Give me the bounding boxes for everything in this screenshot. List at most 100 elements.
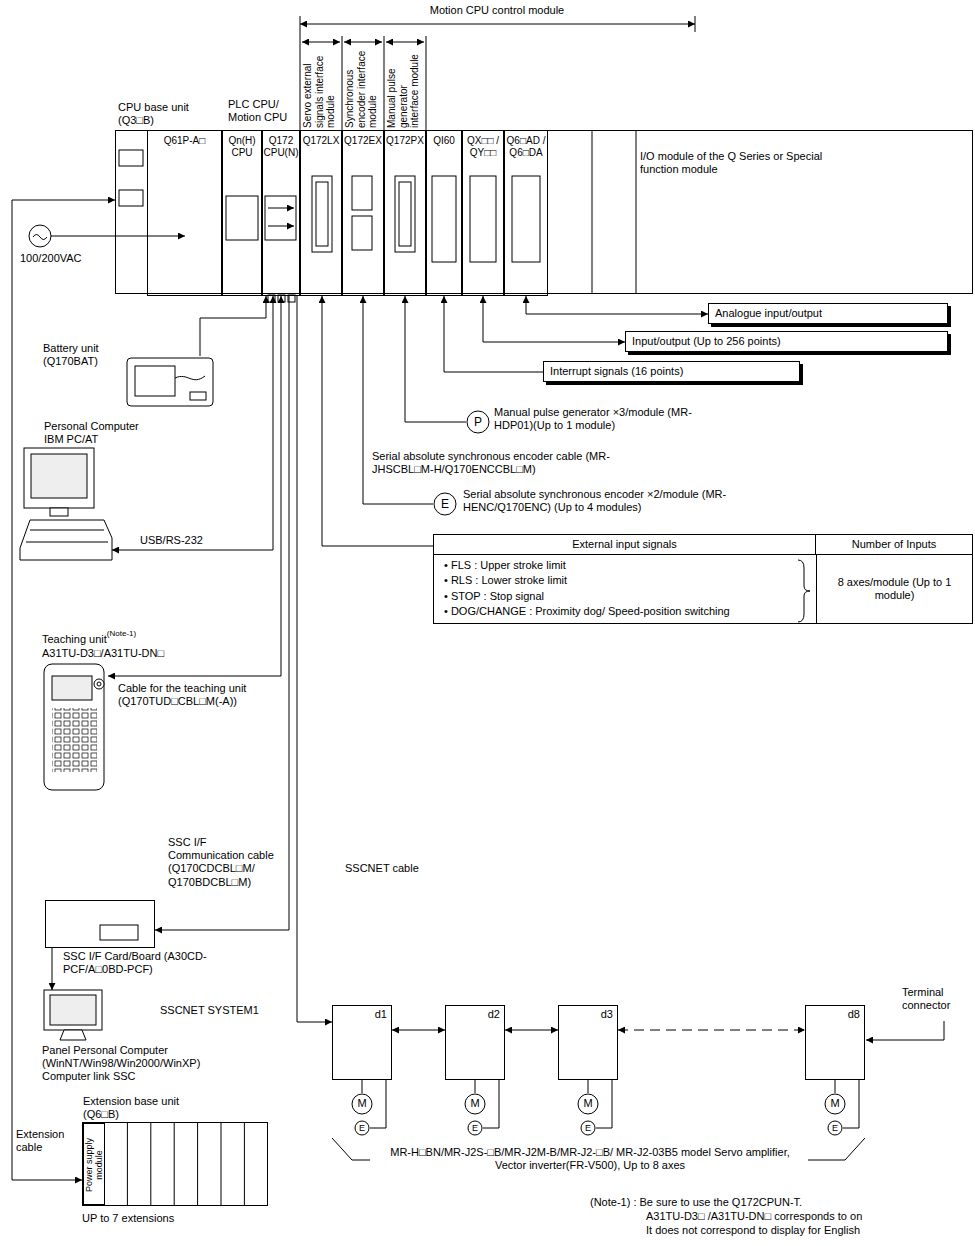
signal-box-text: Analogue input/output xyxy=(709,304,947,323)
cable-label: Serial absolute synchronous encoder cabl… xyxy=(372,450,632,476)
module-slot: Q172 CPU(N) xyxy=(262,130,300,296)
module-group-label: Manual pulse generator interface module xyxy=(386,50,424,128)
power-supply-slot-text: Power supply module xyxy=(84,1125,104,1205)
servo-amplifier: d1 xyxy=(332,1005,392,1080)
circle-outline xyxy=(352,1094,372,1114)
panel-computer: Panel Personal Computer (WinNT/Win98/Win… xyxy=(42,990,104,1040)
connector xyxy=(475,1080,476,1093)
encoder-symbol: E xyxy=(580,1120,596,1136)
signal-box-text: Input/output (Up to 256 points) xyxy=(626,332,947,351)
encoder-symbol: E xyxy=(433,492,457,516)
circle-outline xyxy=(581,1121,595,1135)
base-unit-details xyxy=(51,236,185,237)
teaching-unit-text: Teaching unit xyxy=(42,633,107,645)
part-label: Serial absolute synchronous encoder ×2/m… xyxy=(463,488,728,514)
table-brace xyxy=(798,560,810,622)
connector xyxy=(297,296,332,1022)
servo-details xyxy=(332,1138,370,1160)
note-text: A31TU-D3□ /A31TU-DN□ corresponds to on xyxy=(646,1210,862,1223)
connector xyxy=(108,296,281,676)
interface-card-picture xyxy=(100,925,138,940)
encoder-symbol: E xyxy=(827,1120,843,1136)
signal-table-text: • STOP : Stop signal xyxy=(434,589,816,604)
base-unit-details xyxy=(592,130,593,294)
battery-unit: Battery unit (Q170BAT) xyxy=(125,356,215,408)
servo-amplifier: d3 xyxy=(558,1005,618,1080)
panel-computer-picture xyxy=(50,995,96,1025)
connector xyxy=(483,296,625,342)
module-bracket xyxy=(695,16,696,32)
cable-label: USB/RS-232 xyxy=(140,534,203,547)
base-unit-details xyxy=(29,225,51,247)
module-slot-text: Qn(H) CPU xyxy=(223,131,261,158)
connector xyxy=(618,1030,805,1031)
base-unit-details xyxy=(636,130,637,294)
panel-computer-picture xyxy=(44,990,102,1030)
connector xyxy=(588,1080,589,1093)
connector xyxy=(155,296,289,930)
teaching-unit: Teaching unit(Note-1)A31TU-D3□/A31TU-DN□ xyxy=(42,662,108,792)
battery-unit-picture xyxy=(127,358,213,406)
module-slot-text: Q6□AD / Q6□DA xyxy=(505,131,547,158)
connector xyxy=(52,948,53,990)
base-unit-details xyxy=(512,176,540,262)
module-bracket xyxy=(342,36,343,130)
module-bracket xyxy=(300,16,695,130)
encoder-symbol-text: E xyxy=(441,497,449,511)
base-unit-details xyxy=(352,216,372,250)
interface-card-picture xyxy=(100,925,138,940)
signal-table-text: 8 axes/module (Up to 1 module) xyxy=(816,555,972,623)
servo-details xyxy=(866,1021,944,1040)
caption-holder: Teaching unit(Note-1)A31TU-D3□/A31TU-DN□ xyxy=(42,629,242,660)
note-text: UP to 7 extensions xyxy=(82,1212,174,1225)
battery-unit-text: Battery unit (Q170BAT) xyxy=(43,342,123,368)
servo-amplifier-text: d3 xyxy=(559,1006,617,1023)
motor-symbol: M xyxy=(351,1093,373,1115)
base-unit-details xyxy=(119,190,143,206)
encoder-symbol-text: E xyxy=(585,1124,591,1133)
encoder-symbol-text: E xyxy=(472,1124,478,1133)
battery-unit-picture xyxy=(135,366,175,396)
signal-table: External input signalsNumber of Inputs• … xyxy=(433,534,973,624)
module-slot-text: Q172PX xyxy=(385,131,425,147)
circle-outline xyxy=(465,1094,485,1114)
module-slot-text: QI60 xyxy=(427,131,461,147)
module-slot-text: Q172EX xyxy=(343,131,383,147)
personal-computer-text: Personal Computer IBM PC/AT xyxy=(44,420,144,446)
module-group-label: Servo external signals interface module xyxy=(302,50,340,128)
personal-computer: Personal Computer IBM PC/AT xyxy=(20,448,112,560)
servo-amplifier-text: d2 xyxy=(446,1006,504,1023)
extension-slots xyxy=(221,1122,222,1206)
part-label: I/O module of the Q Series or Special fu… xyxy=(640,150,850,176)
personal-computer-picture xyxy=(50,508,68,516)
servo-amplifier: d8 xyxy=(805,1005,865,1080)
module-bracket xyxy=(300,16,301,130)
base-unit-details xyxy=(352,176,372,210)
encoder-symbol-text: E xyxy=(832,1124,838,1133)
module-slot: Q172EX xyxy=(342,130,384,296)
teaching-unit-picture xyxy=(52,708,97,772)
signal-table-text: • RLS : Lower stroke limit xyxy=(434,573,816,588)
motor-symbol: M xyxy=(464,1093,486,1115)
extension-slots xyxy=(127,1122,244,1206)
base-unit-details xyxy=(268,208,294,209)
cable-label: SSCNET cable xyxy=(345,862,419,875)
motor-symbol-text: M xyxy=(830,1097,839,1110)
module-slot: QX□□ / QY□□ xyxy=(462,130,504,296)
module-slot: Qn(H) CPU xyxy=(222,130,262,296)
base-unit-text: CPU base unit (Q3□B) xyxy=(118,101,196,127)
table-brace xyxy=(798,560,810,622)
note-text: It does not correspond to display for En… xyxy=(646,1224,860,1237)
signal-table-text: • DOG/CHANGE : Proximity dog/ Speed-posi… xyxy=(434,604,816,623)
teaching-unit-picture xyxy=(52,676,92,700)
module-slot-text: QX□□ / QY□□ xyxy=(463,131,503,158)
cable-label: Extension cable xyxy=(16,1128,78,1154)
servo-amplifier-text: d8 xyxy=(806,1006,864,1023)
signal-box: Input/output (Up to 256 points) xyxy=(625,331,948,352)
signal-table-text: Number of Inputs xyxy=(816,535,972,555)
circle-outline xyxy=(828,1121,842,1135)
module-slot: Q172PX xyxy=(384,130,426,296)
interface-card-text: SSC I/F Card/Board (A30CD-PCF/A□0BD-PCF) xyxy=(63,950,243,976)
